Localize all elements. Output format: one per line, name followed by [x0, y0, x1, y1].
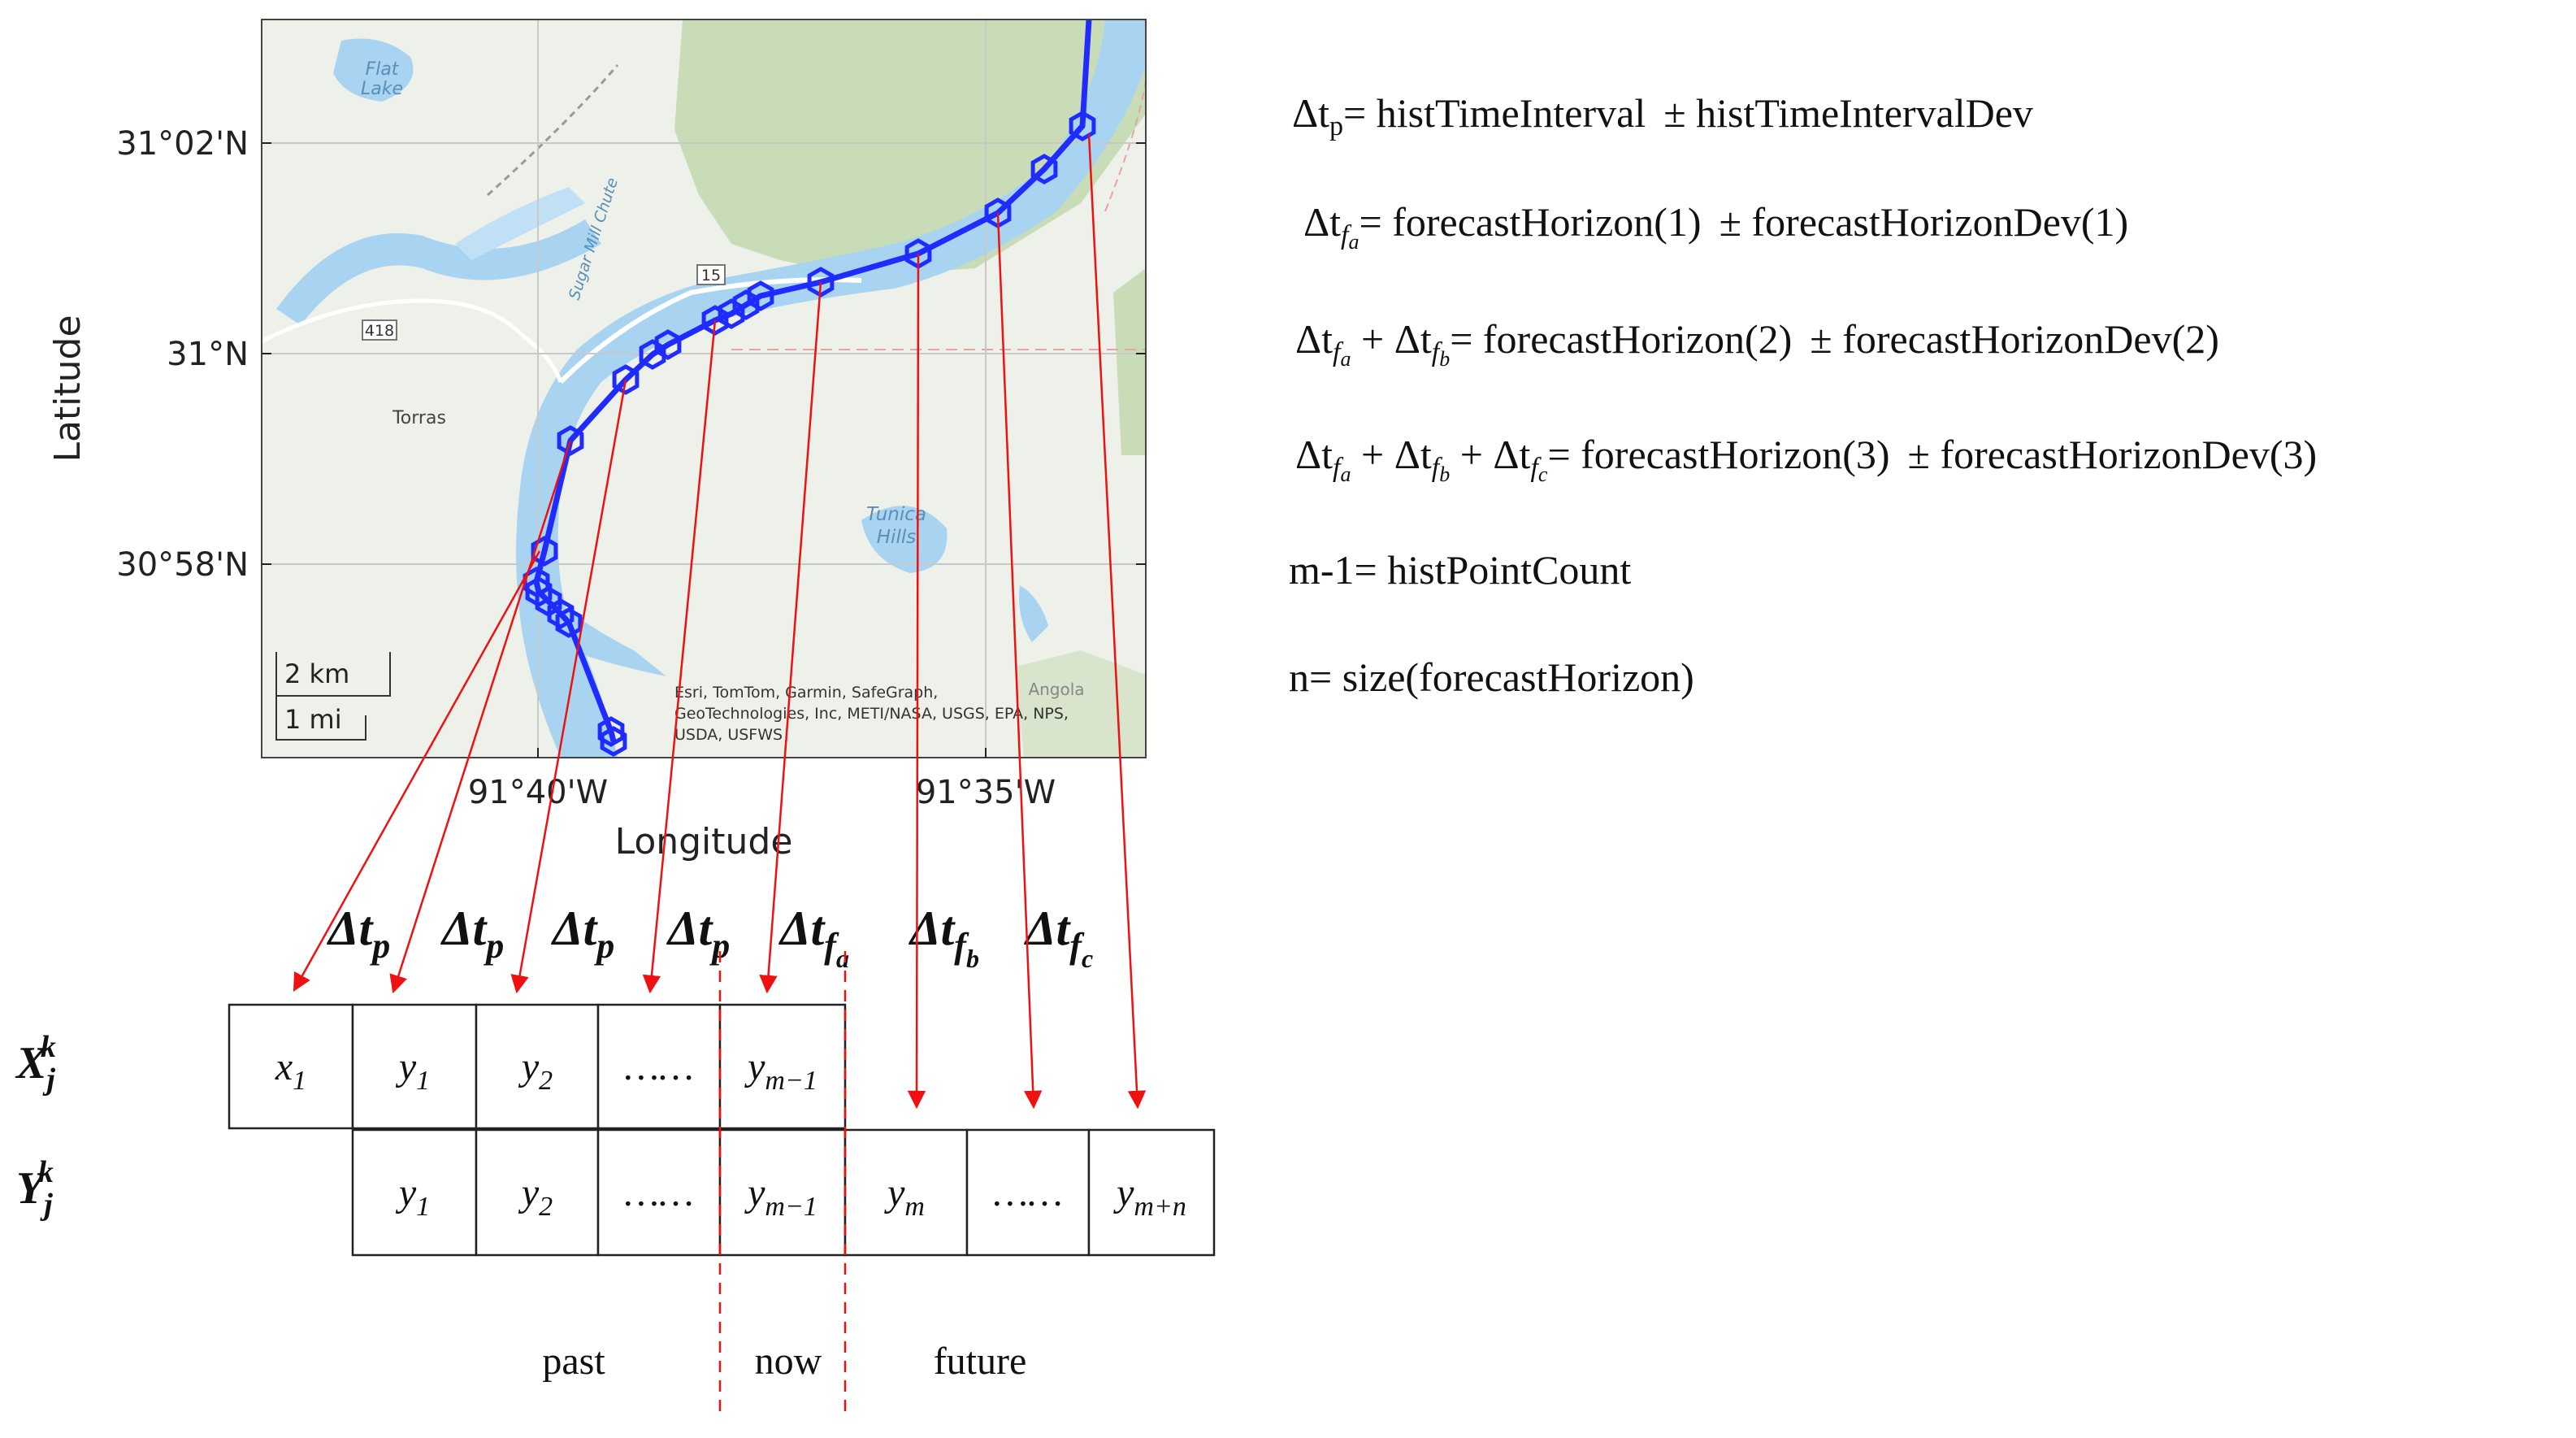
y-row-cell-text: y1: [395, 1171, 430, 1222]
phase-label-now: now: [755, 1340, 822, 1383]
x-row-cell-text: ym−1: [744, 1045, 817, 1096]
svg-text:15: 15: [701, 267, 721, 285]
x-row-cell: [718, 1003, 847, 1130]
interval-label: Δtp: [327, 901, 390, 966]
attribution-line-3: USDA, USFWS: [674, 726, 783, 744]
svg-text:1 mi: 1 mi: [284, 704, 342, 735]
track-marker: [555, 607, 583, 638]
track-marker: [654, 329, 682, 360]
phase-label-future: future: [934, 1340, 1027, 1383]
lat-tick-2: 31°N: [167, 336, 249, 373]
equation-forecast-3: Δtfa + Δtfb + Δtfc= forecastHorizon(3)± …: [1295, 432, 2318, 486]
interval-label: Δtp: [440, 901, 504, 966]
vessel-track: [533, 20, 1092, 742]
projection-arrow: [389, 440, 572, 994]
interval-label: Δtp: [551, 901, 614, 966]
torras-label: Torras: [392, 408, 446, 428]
interval-label: Δtp: [666, 901, 730, 966]
track-marker: [747, 280, 774, 311]
x-row-cell: [351, 1003, 478, 1130]
lon-tick-2: 91°35'W: [916, 774, 1056, 811]
track-marker: [732, 289, 760, 320]
track-marker: [600, 726, 627, 757]
equation-hist-point-count: m-1= histPointCount: [1289, 547, 1632, 593]
y-row-cell-text: ……: [624, 1171, 693, 1214]
projection-arrow: [510, 379, 627, 994]
x-row-cell: [475, 1003, 600, 1130]
y-row-cell-text: y2: [518, 1171, 553, 1222]
lon-tick-1: 91°40'W: [468, 774, 608, 811]
track-marker: [547, 598, 575, 629]
scale-bar: 2 km 1 mi: [275, 652, 391, 741]
x-row-cell: [596, 1003, 722, 1130]
equation-hist-interval: Δtp= histTimeInterval± histTimeIntervalD…: [1292, 90, 2033, 141]
interval-label: Δtfa: [778, 901, 849, 973]
track-marker: [557, 425, 584, 456]
projection-arrow: [907, 253, 926, 1110]
attribution-line-2: GeoTechnologies, Inc, METI/NASA, USGS, E…: [674, 705, 1069, 723]
svg-text:418: 418: [365, 322, 394, 340]
y-row-cell: [1087, 1128, 1216, 1257]
track-marker: [612, 364, 640, 395]
x-axis-label: Longitude: [615, 821, 793, 862]
basemap: 15 418 Flat Lake Sugar Mill Chute Torras…: [262, 20, 1146, 758]
y-row-cell: [596, 1128, 722, 1257]
interval-label: Δtfb: [909, 901, 979, 973]
y-row-cell-text: ym: [883, 1171, 925, 1222]
y-axis-label: Latitude: [47, 315, 89, 462]
lat-tick-1: 31°02'N: [116, 125, 249, 163]
route-shield-418: 418: [362, 319, 397, 341]
track-marker: [639, 339, 666, 370]
track-marker: [531, 536, 558, 567]
track-markers: [523, 111, 1096, 757]
lat-tick-3: 30°58'N: [116, 546, 249, 584]
y-row-cell-text: ym+n: [1112, 1171, 1186, 1222]
angola-label: Angola: [1028, 680, 1084, 699]
y-row-cell-text: ym−1: [744, 1171, 817, 1222]
interval-label: Δtfc: [1024, 901, 1093, 973]
track-marker: [701, 305, 729, 336]
projection-arrow: [1087, 133, 1147, 1110]
x-row-cell-text: ……: [624, 1045, 693, 1088]
projection-arrow: [642, 319, 717, 994]
track-marker: [718, 298, 745, 329]
equation-forecast-size: n= size(forecastHorizon): [1289, 654, 1694, 700]
track-marker: [597, 716, 625, 747]
y-row-cell-text: ……: [993, 1171, 1062, 1214]
route-shield-15: 15: [696, 264, 726, 285]
svg-text:2 km: 2 km: [284, 658, 349, 689]
x-row-cell: [228, 1003, 354, 1130]
phase-label-past: past: [542, 1340, 605, 1383]
row-label-x: Xjk: [15, 1030, 56, 1097]
timeline-arrows: [293, 133, 1147, 1110]
equation-forecast-1: Δtfa= forecastHorizon(1)± forecastHorizo…: [1303, 199, 2129, 254]
y-row-cell: [475, 1128, 600, 1257]
projection-arrow: [293, 550, 541, 992]
x-row-cell-text: y1: [395, 1045, 430, 1096]
tunica-hills-label-2: Hills: [877, 527, 916, 548]
flat-lake-label-2: Lake: [361, 79, 403, 99]
x-row-cell-text: x1: [275, 1045, 306, 1096]
projection-arrow: [759, 281, 822, 994]
equation-forecast-2: Δtfa + Δtfb= forecastHorizon(2)± forecas…: [1295, 316, 2219, 371]
y-row-cell: [965, 1128, 1091, 1257]
projection-arrow: [996, 212, 1043, 1110]
attribution-line-1: Esri, TomTom, Garmin, SafeGraph,: [674, 684, 938, 702]
tunica-hills-label-1: Tunica: [866, 504, 926, 525]
track-marker: [1030, 154, 1058, 185]
row-label-y: Yjk: [16, 1155, 54, 1222]
track-marker: [1069, 111, 1096, 141]
flat-lake-label-1: Flat: [366, 59, 400, 80]
y-row-cell: [843, 1128, 969, 1257]
map-frame: [261, 19, 1147, 758]
x-row-cell-text: y2: [518, 1045, 553, 1096]
